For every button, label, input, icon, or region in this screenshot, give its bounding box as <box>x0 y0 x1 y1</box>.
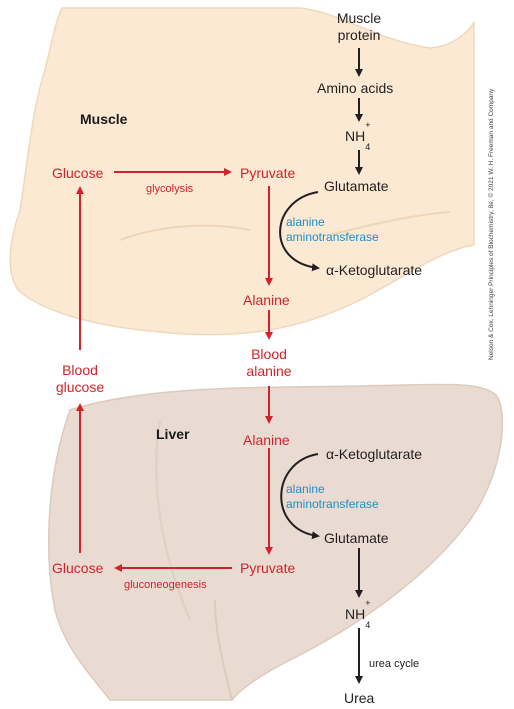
nh4-muscle-label: NH4+ <box>345 121 371 152</box>
muscle-label: Muscle <box>80 111 128 127</box>
ketoglutarate-muscle-label: α-Ketoglutarate <box>326 262 423 278</box>
glucose-muscle-label: Glucose <box>52 165 104 181</box>
nh4-liver-label: NH4+ <box>345 599 371 630</box>
arrow-glutamate-to-ketoglutarate <box>279 191 320 272</box>
glutamate-muscle-label: Glutamate <box>324 178 389 194</box>
ketoglutarate-liver-label: α-Ketoglutarate <box>326 446 423 462</box>
muscle-illustration <box>9 7 475 336</box>
liver-label: Liver <box>156 426 190 442</box>
enzyme-liver-label: alanine aminotransferase <box>286 482 379 511</box>
urea-cycle-label: urea cycle <box>369 658 420 670</box>
blood-glucose-label: Blood glucose <box>55 362 105 395</box>
arrow-ketoglutarate-to-glutamate <box>280 453 320 540</box>
glucose-liver-label: Glucose <box>52 560 104 576</box>
enzyme-muscle-label: alanine aminotransferase <box>286 215 379 244</box>
glutamate-liver-label: Glutamate <box>324 530 389 546</box>
urea-label: Urea <box>344 690 375 706</box>
alanine-liver-label: Alanine <box>243 432 290 448</box>
liver-illustration <box>48 383 504 701</box>
pyruvate-liver-label: Pyruvate <box>240 560 296 576</box>
amino-acids-label: Amino acids <box>317 80 394 96</box>
alanine-muscle-label: Alanine <box>243 292 290 308</box>
blood-alanine-label: Blood alanine <box>246 346 292 379</box>
gluconeogenesis-label: gluconeogenesis <box>124 579 207 591</box>
muscle-protein-label: Muscle protein <box>336 10 382 43</box>
pyruvate-muscle-label: Pyruvate <box>240 165 296 181</box>
copyright-credit: Nelson & Cox, Lehninger Principles of Bi… <box>488 88 495 360</box>
glycolysis-label: glycolysis <box>146 183 194 195</box>
